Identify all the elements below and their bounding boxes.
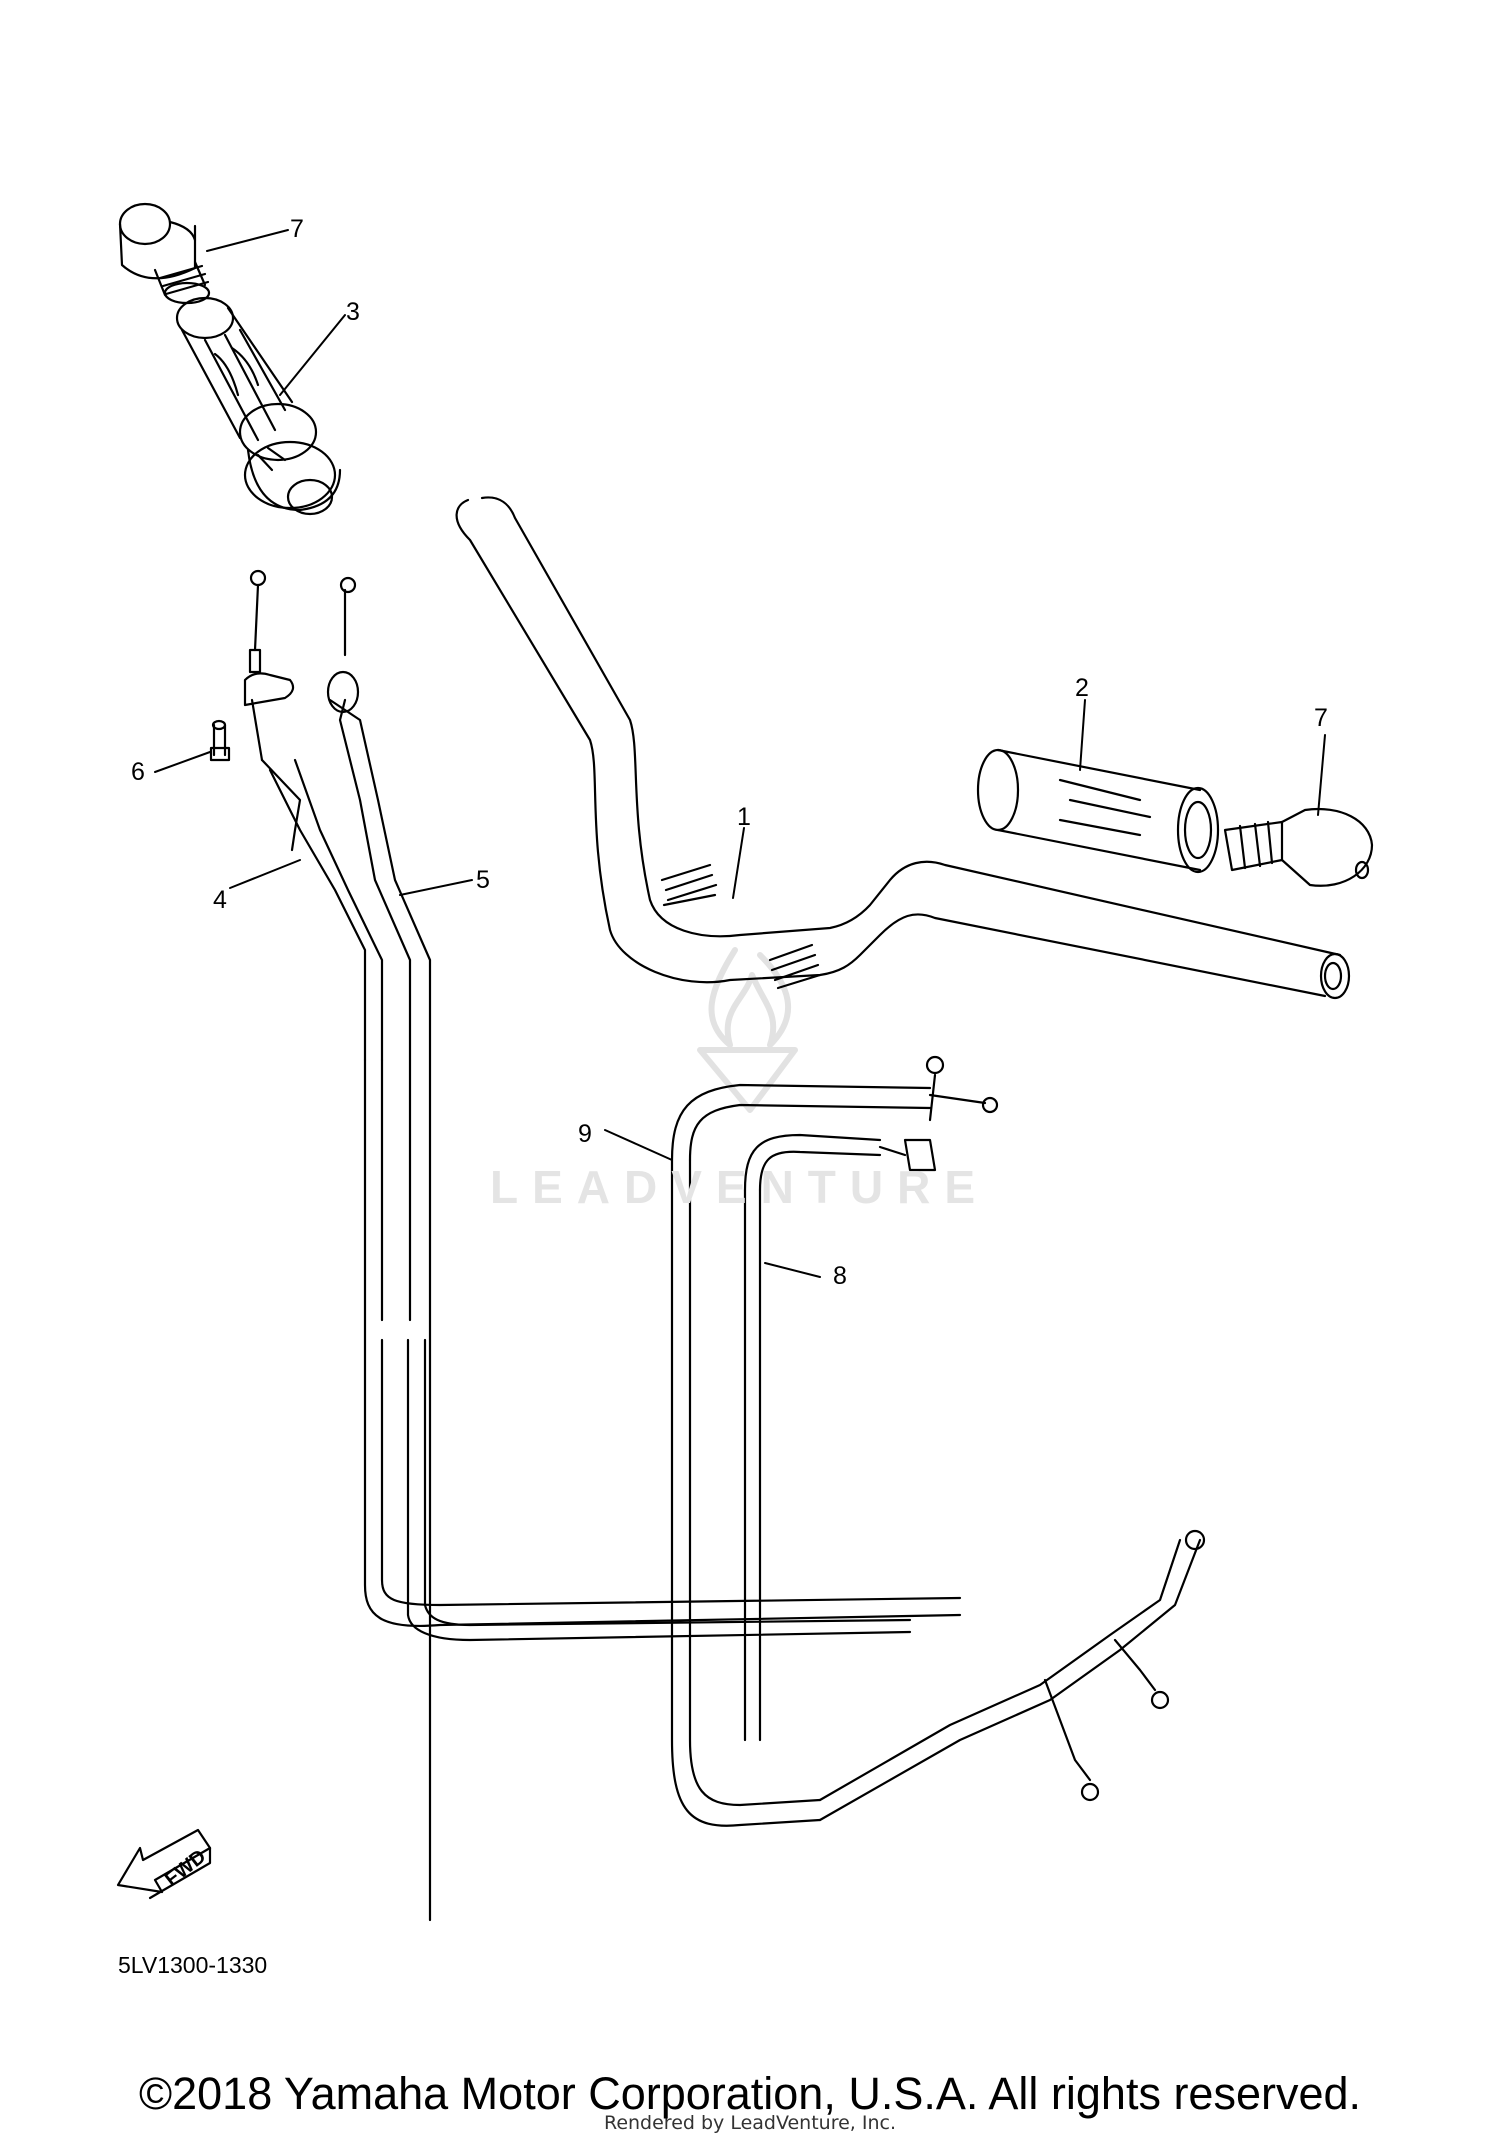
callout-2: 2 xyxy=(1075,674,1089,702)
rendered-by-notice: Rendered by LeadVenture, Inc. xyxy=(603,2112,897,2134)
bolt xyxy=(209,719,231,762)
throttle-cables xyxy=(243,569,962,1922)
callout-7-right: 7 xyxy=(1314,704,1328,732)
callout-4: 4 xyxy=(213,886,227,914)
watermark-logo xyxy=(697,947,798,1113)
callout-5: 5 xyxy=(476,866,490,894)
throttle-grip xyxy=(175,296,342,516)
watermark-text: LEADVENTURE xyxy=(490,1161,990,1213)
handlebar xyxy=(455,496,1351,1000)
copyright-notice: ©2018 Yamaha Motor Corporation, U.S.A. A… xyxy=(138,2068,1362,2119)
callout-9: 9 xyxy=(578,1120,592,1148)
clutch-cables xyxy=(670,1055,1206,1827)
callout-7-top: 7 xyxy=(290,215,304,243)
grip-right xyxy=(976,748,1220,874)
callout-1: 1 xyxy=(737,803,751,831)
bar-end-weight-right xyxy=(1223,807,1374,887)
diagram-code: 5LV1300-1330 xyxy=(118,1952,268,1978)
bar-end-weight-left xyxy=(118,202,211,305)
callout-3: 3 xyxy=(346,298,360,326)
callout-leaders xyxy=(154,229,1326,1278)
fwd-arrow-icon xyxy=(116,1828,212,1900)
callout-6: 6 xyxy=(131,758,145,786)
callout-8: 8 xyxy=(833,1262,847,1290)
